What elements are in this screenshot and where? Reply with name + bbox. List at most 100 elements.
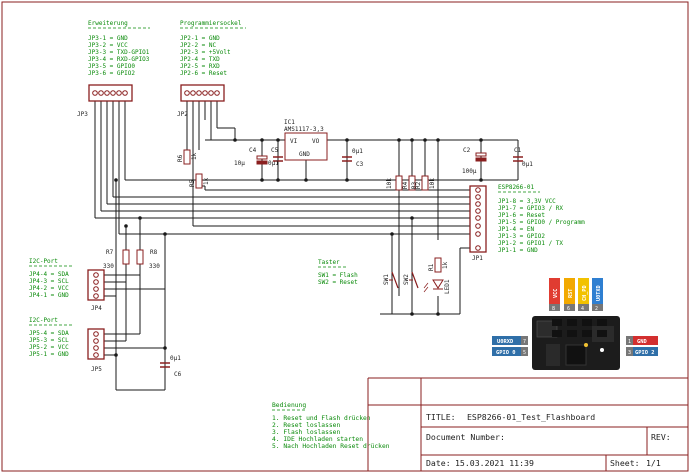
r3-label: R3 <box>411 181 418 189</box>
resistor-r3-label-group: R3 <box>411 181 418 189</box>
taster-line: SW2 = Reset <box>318 279 358 286</box>
erweiterung-line: JP3-1 = GND <box>88 35 128 42</box>
c6-value: 0µ1 <box>170 355 181 362</box>
taster-title: Taster <box>318 259 340 266</box>
resistor-r1: R1 1k <box>428 257 449 273</box>
capacitor-c2: C2 100µ <box>462 147 487 175</box>
sw2-label: SW2 <box>403 274 410 285</box>
esp-line: JP1-7 = GPIO3 / RX <box>498 205 563 212</box>
programmiersockel-legend: Programmiersockel JP2-1 = GND JP2-2 = NC… <box>180 20 246 77</box>
c2-value: 100µ <box>462 168 477 175</box>
u0rxd-pin-label: U0RXD <box>497 339 513 345</box>
pin-number: 5 <box>523 350 526 356</box>
erweiterung-line: JP3-2 = VCC <box>88 42 128 49</box>
jp4-header: JP4 <box>87 269 105 312</box>
resistor-r2: R2 10k <box>415 175 436 191</box>
programmiersockel-line: JP2-2 = NC <box>180 42 217 49</box>
wire-network <box>94 101 519 391</box>
title-value: ESP8266-01_Test_Flashboard <box>467 412 595 422</box>
esp-line: JP1-1 = GND <box>498 247 538 254</box>
gpio0-pin-tag <box>492 347 528 356</box>
rev-label: REV: <box>651 432 671 442</box>
u0txd-pin-label: U0TXD <box>596 285 602 301</box>
r7-value: 330 <box>103 263 114 270</box>
jp1-label: JP1 <box>472 255 483 262</box>
r1-value: 1k <box>442 261 449 269</box>
resistor-r7: R7 330 <box>103 249 130 270</box>
esp-line: JP1-3 = GPIO2 <box>498 233 545 240</box>
erweiterung-line: JP3-6 = GPIO2 <box>88 70 135 77</box>
esp-line: JP1-5 = GPIO0 / Programm <box>498 219 585 226</box>
programmiersockel-title: Programmiersockel <box>180 20 242 27</box>
i2c-bottom-line: JP5-2 = VCC <box>29 344 69 351</box>
i2c-bottom-line: JP5-4 = SDA <box>29 330 69 337</box>
esp-line: JP1-8 = 3,3V VCC <box>498 198 556 205</box>
bedienung-step: 2. Reset loslassen <box>272 422 340 429</box>
pin-number: 1 <box>628 339 631 345</box>
erweiterung-line: JP3-4 = RXD-GPIO3 <box>88 56 150 63</box>
i2c-top-line: JP4-1 = GND <box>29 292 69 299</box>
bedienung-step: 5. Nach Hochladen Reset drücken <box>272 443 390 450</box>
programmiersockel-line: JP2-3 = +5Volt <box>180 49 231 56</box>
jp3-header: JP3 <box>77 84 133 118</box>
r5-label: R5 <box>189 179 196 187</box>
c5-value: 0µ1 <box>268 160 279 167</box>
ic1-vo: VO <box>312 138 320 145</box>
r1-label: R1 <box>428 263 435 271</box>
pin-number: 6 <box>567 306 570 312</box>
led1: LED1 <box>423 279 451 294</box>
r7-label: R7 <box>106 249 114 256</box>
rst-pin-tag <box>564 278 575 304</box>
ic1-label: IC1 <box>284 119 295 126</box>
i2c-bottom-title: I2C-Port <box>29 317 58 324</box>
jp5-label: JP5 <box>91 366 102 373</box>
bedienung-step: 1. Reset und Flash drücken <box>272 415 371 422</box>
c3-label: C3 <box>356 161 364 168</box>
i2c-bottom-line: JP5-3 = SCL <box>29 337 69 344</box>
capacitor-c3: 0µ1 C3 <box>342 148 364 168</box>
esp-line: JP1-6 = Reset <box>498 212 545 219</box>
erweiterung-title: Erweiterung <box>88 20 128 27</box>
u0rxd-pin-tag <box>492 336 528 345</box>
junctions <box>114 138 483 357</box>
r8-value: 330 <box>149 263 160 270</box>
sw1-label: SW1 <box>383 274 390 285</box>
document-number-label: Document Number: <box>426 432 505 442</box>
erweiterung-line: JP3-3 = TXD-GPIO1 <box>88 49 150 56</box>
date-value: 15.03.2021 11:39 <box>455 458 534 468</box>
vcc-pin-tag <box>549 278 560 304</box>
taster-legend: Taster SW1 = Flash SW2 = Reset <box>318 259 358 286</box>
jp4-label: JP4 <box>91 305 102 312</box>
capacitor-c1: C1 0µ1 <box>513 147 533 168</box>
switch-sw2: SW2 <box>403 271 419 289</box>
r6-value: 1k <box>191 152 198 160</box>
esp-legend: ESP8266-01 JP1-8 = 3,3V VCC JP1-7 = GPIO… <box>498 184 585 254</box>
i2c-top-legend: I2C-Port JP4-4 = SDA JP4-3 = SCL JP4-2 =… <box>29 258 72 299</box>
jp3-label: JP3 <box>77 111 88 118</box>
ch-pd-pin-label: CH_PD <box>582 285 588 301</box>
date-label: Date: <box>426 458 451 468</box>
jp5-header: JP5 <box>87 328 105 373</box>
pin-number: 3 <box>628 350 631 356</box>
taster-line: SW1 = Flash <box>318 272 358 279</box>
sheet-label: Sheet: <box>610 458 640 468</box>
gpio0-pin-label: GPIO 0 <box>496 350 515 356</box>
capacitor-c5: C5 0µ1 <box>268 147 283 167</box>
resistor-r8: R8 330 <box>136 249 160 270</box>
bedienung-legend: Bedienung 1. Reset und Flash drücken 2. … <box>272 402 390 450</box>
pin-number: 8 <box>552 306 555 312</box>
programmiersockel-line: JP2-6 = Reset <box>180 70 227 77</box>
resistor-r6: R6 1k <box>177 149 198 165</box>
c3-value: 0µ1 <box>352 148 363 155</box>
erweiterung-legend: Erweiterung JP3-1 = GND JP3-2 = VCC JP3-… <box>88 20 150 77</box>
capacitor-c6: 0µ1 C6 <box>160 355 182 378</box>
c6-label: C6 <box>174 371 182 378</box>
resistor-r5: R5 1k <box>189 173 210 189</box>
gnd-pin-tag <box>626 336 658 345</box>
pin-number: 4 <box>581 306 584 312</box>
pin-number: 2 <box>595 306 598 312</box>
c1-value: 0µ1 <box>522 161 533 168</box>
erweiterung-line: JP3-5 = GPIO0 <box>88 63 135 70</box>
jp1-header: JP1 <box>469 185 487 262</box>
